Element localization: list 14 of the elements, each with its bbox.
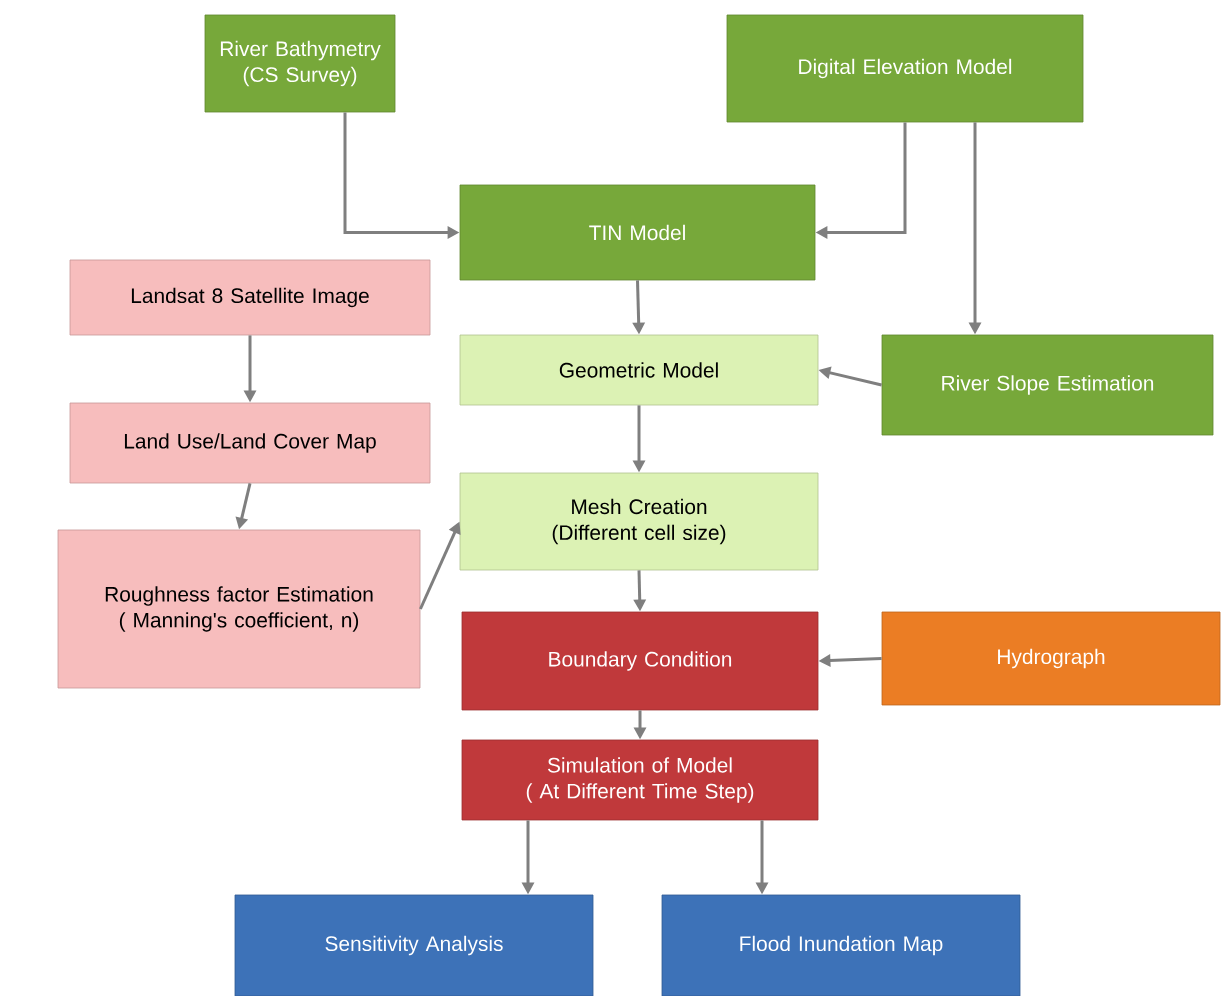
process-box: Mesh Creation (Different cell size) [459, 472, 819, 571]
process-box: Land Use/Land Cover Map [69, 402, 431, 484]
process-box: Geometric Model [459, 334, 819, 406]
process-box: Sensitivity Analysis [234, 894, 594, 996]
process-box: Digital Elevation Model [726, 14, 1084, 123]
process-box: River Bathymetry (CS Survey) [204, 14, 396, 113]
process-box: River Slope Estimation [881, 334, 1214, 436]
process-box: Flood Inundation Map [661, 894, 1021, 996]
process-box: Landsat 8 Satellite Image [69, 259, 431, 336]
process-box: Boundary Condition [461, 611, 819, 711]
process-box: Hydrograph [881, 611, 1221, 706]
process-box: Roughness factor Estimation ( Manning's coefficient, n) [57, 529, 421, 689]
process-box: TIN Model [459, 184, 816, 281]
process-box: Simulation of Model ( At Different Time Step) [461, 739, 819, 821]
